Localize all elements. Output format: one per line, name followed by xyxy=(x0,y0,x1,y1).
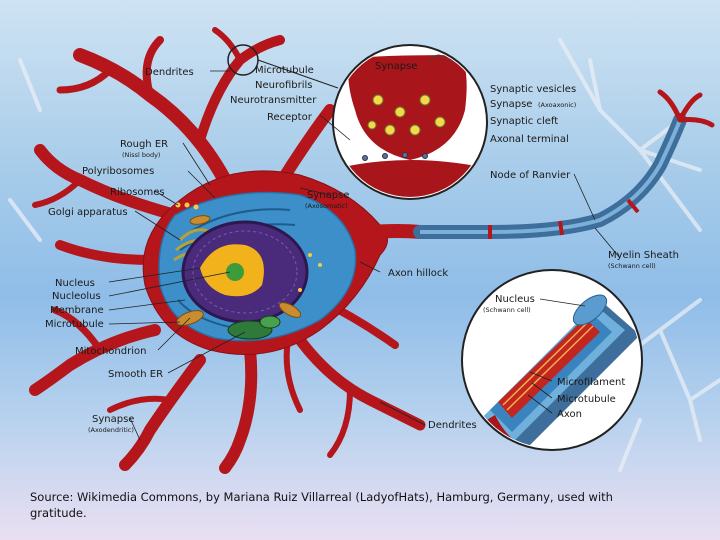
label-microtubule: Microtubule xyxy=(255,65,314,76)
leader-lines xyxy=(108,70,621,441)
label-synaptic-vesicles: Synaptic vesicles xyxy=(490,84,576,95)
myelin-inset xyxy=(461,269,643,451)
label-schwann-cell: (Schwann cell) xyxy=(608,262,656,270)
label-synapse-axodendritic: Synapse xyxy=(92,414,134,425)
label-polyribosomes: Polyribosomes xyxy=(82,166,154,177)
label-smooth-er: Smooth ER xyxy=(108,369,163,380)
label-axosomatic-sub: (Axosomatic) xyxy=(305,202,348,210)
node-of-ranvier xyxy=(488,198,640,239)
label-dendrites-bottom: Dendrites xyxy=(428,420,477,431)
label-axon-hillock: Axon hillock xyxy=(388,268,448,279)
label-dendrites-top: Dendrites xyxy=(145,67,194,78)
label-rough-er: Rough ER xyxy=(120,139,168,150)
label-receptor: Receptor xyxy=(267,112,313,123)
label-myelin-sheath: Myelin Sheath xyxy=(608,250,679,261)
label-mitochondrion: Mitochondrion xyxy=(75,346,146,357)
label-nucleus-schwann: Nucleus xyxy=(495,294,535,305)
label-microtubule-3: Microtubule xyxy=(557,394,616,405)
label-synapse-axosomatic: Synapse xyxy=(307,190,349,201)
nucleus xyxy=(181,220,309,324)
label-microtubule-2: Microtubule xyxy=(45,319,104,330)
label-synaptic-cleft: Synaptic cleft xyxy=(490,116,558,127)
receptors xyxy=(362,152,428,161)
label-membrane: Membrane xyxy=(50,305,104,316)
synapse-inset xyxy=(227,44,488,200)
axon xyxy=(369,89,715,239)
label-neurotransmitter: Neurotransmitter xyxy=(230,95,317,106)
label-axonal-terminal: Axonal terminal xyxy=(490,134,569,145)
labels: Dendrites Microtubule Neurofibrils Neuro… xyxy=(45,61,679,434)
label-synapse-axoaxonic: Synapse xyxy=(490,99,532,110)
synaptic-vesicles xyxy=(367,94,446,136)
label-node-of-ranvier: Node of Ranvier xyxy=(490,170,571,181)
label-axodendritic-sub: (Axodendritic) xyxy=(88,426,134,434)
label-golgi-apparatus: Golgi apparatus xyxy=(48,207,128,218)
label-axoaxonic-sub: (Axoaxonic) xyxy=(538,101,576,109)
label-nucleolus: Nucleolus xyxy=(52,291,101,302)
source-caption: Source: Wikimedia Commons, by Mariana Ru… xyxy=(30,490,613,520)
label-nissl-body: (Nissl body) xyxy=(122,151,160,159)
label-ribosomes: Ribosomes xyxy=(110,187,165,198)
label-neurofibrils: Neurofibrils xyxy=(255,80,313,91)
smooth-er xyxy=(227,315,281,340)
label-schwann-sub: (Schwann cell) xyxy=(483,306,531,314)
label-microfilament: Microfilament xyxy=(557,377,625,388)
label-nucleus: Nucleus xyxy=(55,278,95,289)
nucleolus xyxy=(226,263,244,281)
label-axon: Axon xyxy=(557,409,582,420)
label-synapse-inset: Synapse xyxy=(375,61,417,72)
